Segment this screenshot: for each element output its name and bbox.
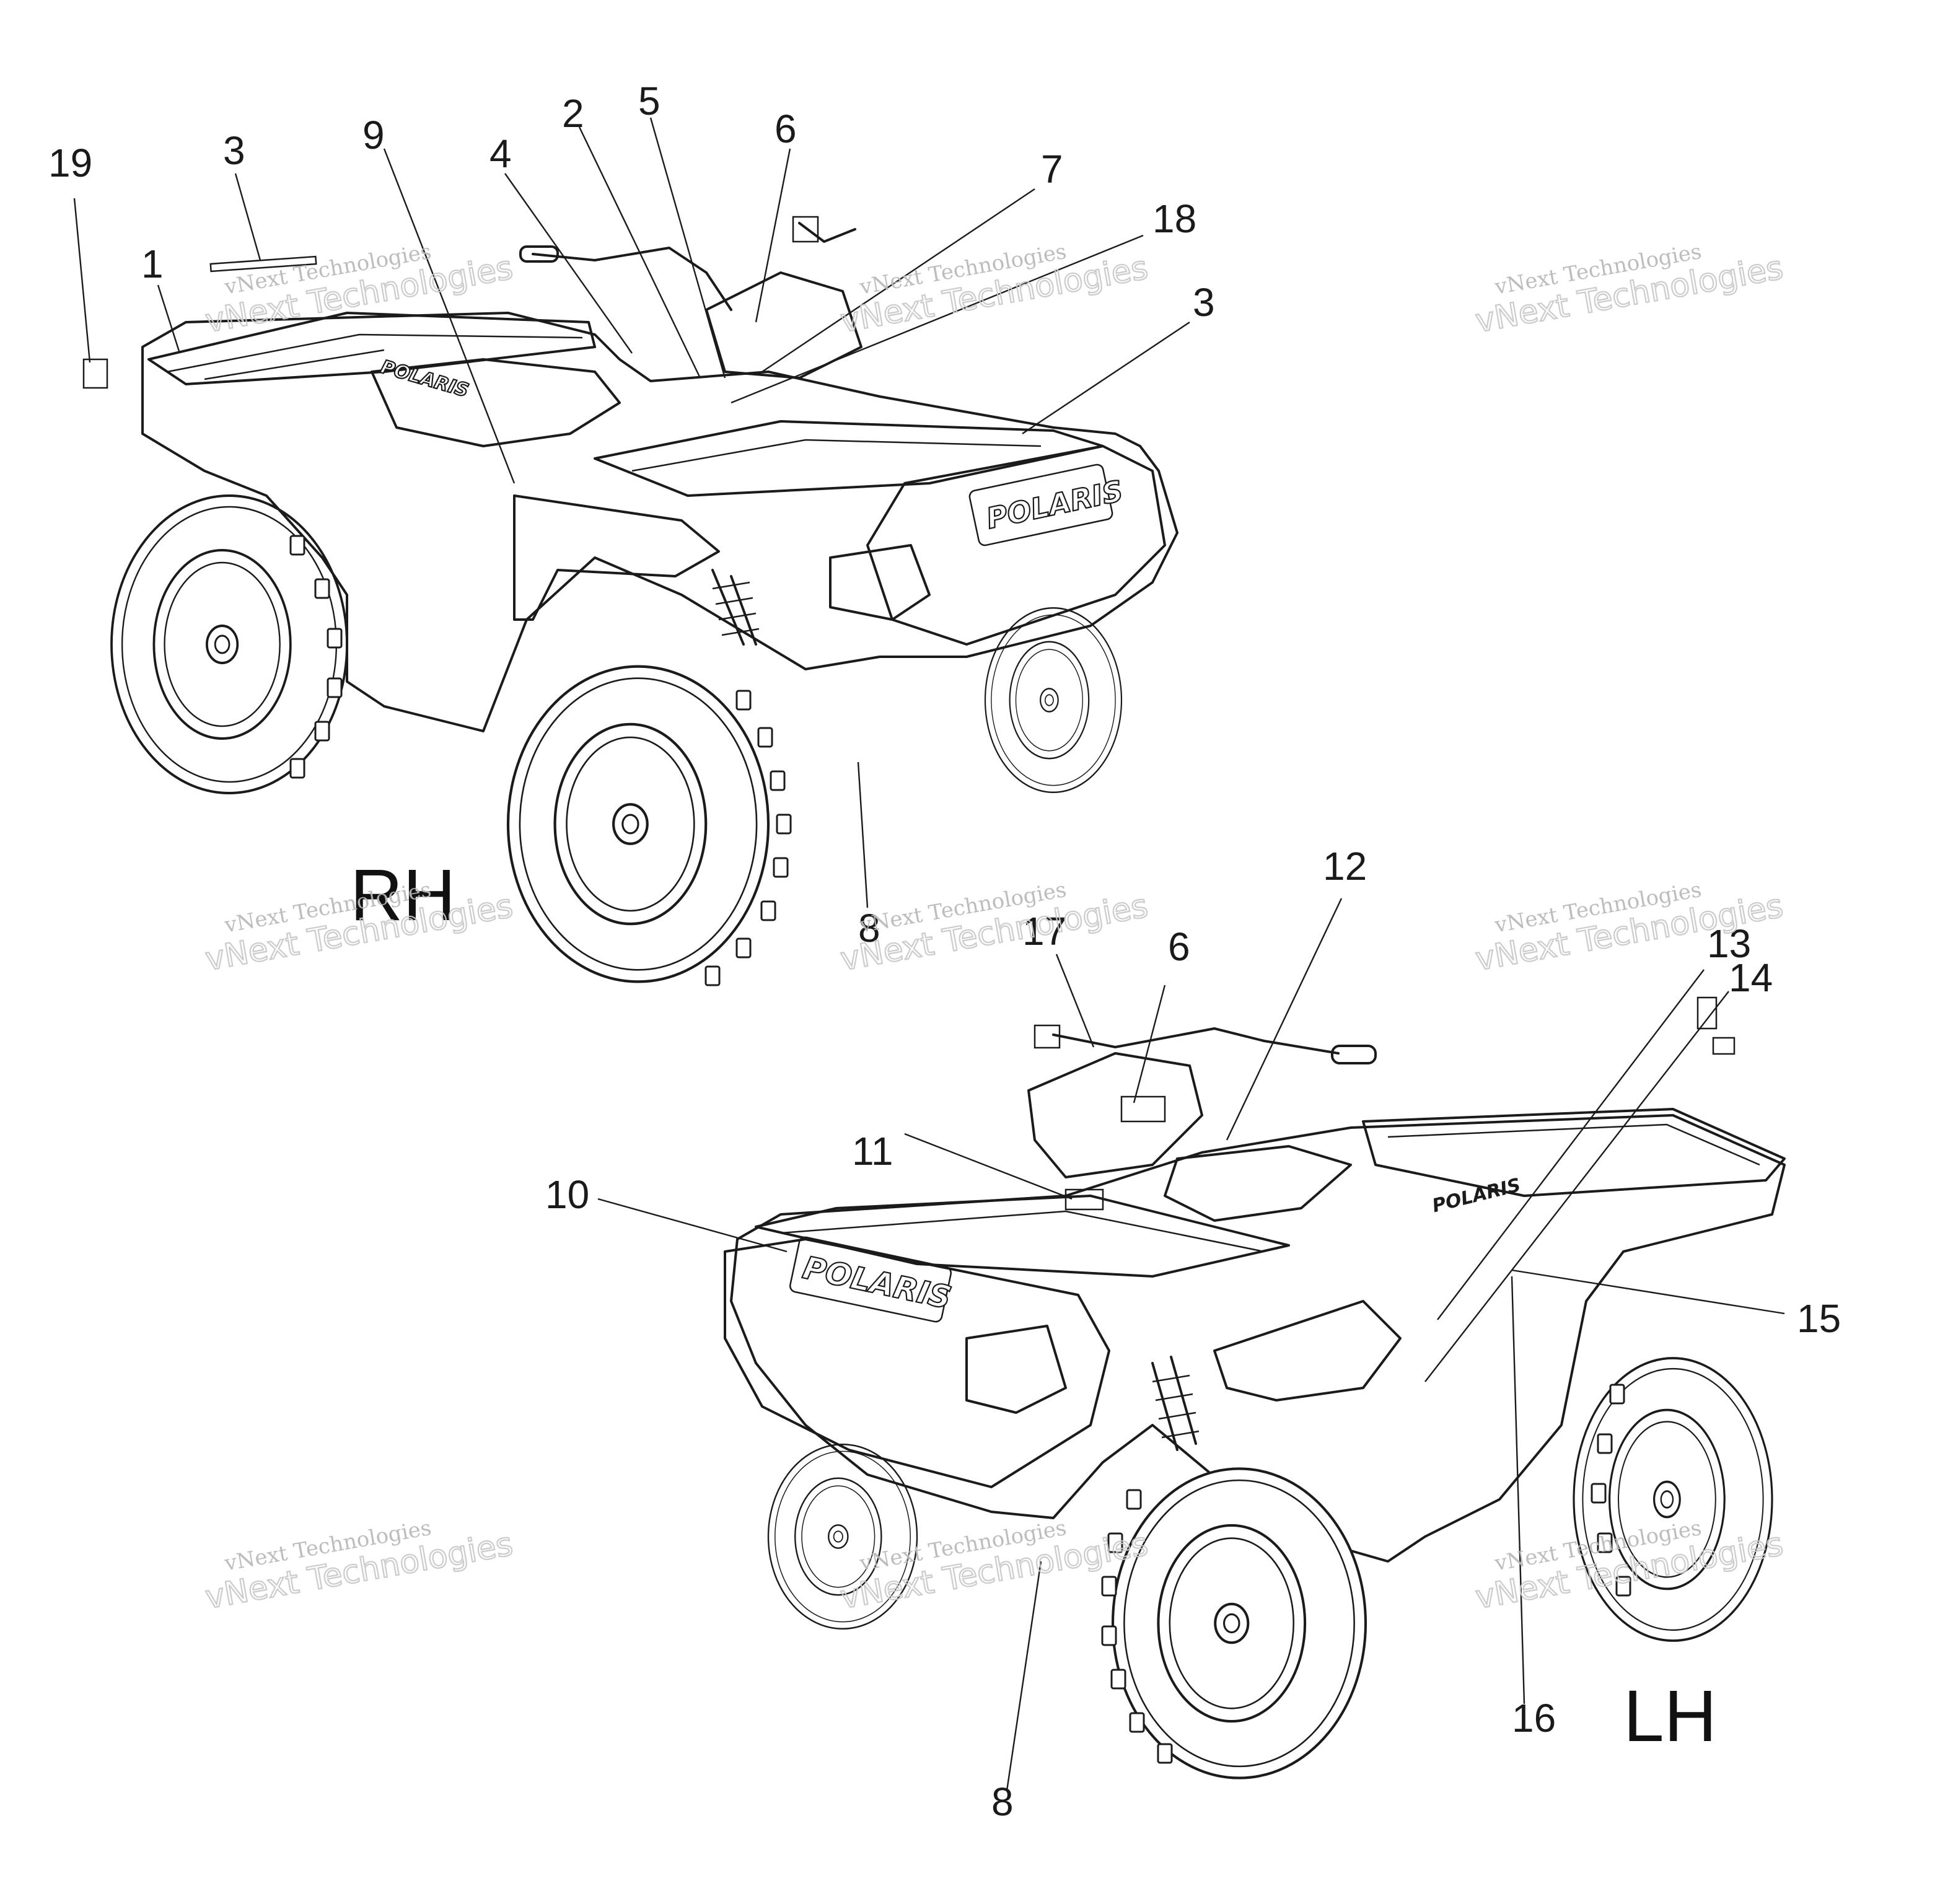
rh-callout-5: 5	[638, 79, 661, 123]
rh-callout-1: 1	[141, 242, 164, 286]
rh-leader-lines	[73, 117, 1190, 908]
lh-body-outline	[730, 1114, 1786, 1563]
watermark: vNext Technologies vNext Technologies	[202, 239, 516, 341]
lh-seat	[1164, 1145, 1352, 1222]
rh-grille-logo: POLARIS	[983, 474, 1126, 535]
rh-callout-7: 7	[1041, 147, 1063, 191]
rh-handlebar	[532, 247, 732, 311]
lh-decal-6	[1120, 1095, 1166, 1123]
lh-callout-17: 17	[1022, 909, 1066, 954]
rh-callout-3-right: 3	[1193, 280, 1215, 325]
lh-headlight-pod	[1027, 1052, 1203, 1178]
lh-grille-logo: POLARIS	[800, 1250, 955, 1316]
lh-callout-14: 14	[1729, 955, 1773, 1000]
rh-front-bumper	[866, 445, 1166, 646]
lh-callout-6: 6	[1168, 924, 1190, 969]
rh-rear-rack	[147, 312, 596, 385]
lh-front-fender	[1213, 1300, 1402, 1402]
rh-view-label: RH	[350, 854, 455, 936]
rh-seat	[371, 358, 621, 447]
lh-decal-11	[1064, 1188, 1104, 1211]
rh-rear-wheel	[110, 494, 348, 794]
rh-callout-3-left: 3	[223, 128, 245, 173]
lh-callout-11: 11	[852, 1129, 893, 1174]
lh-leader-lines	[597, 898, 1785, 1791]
rh-callout-8: 8	[858, 906, 880, 950]
rh-callout-19: 19	[48, 141, 92, 185]
lh-rear-rack	[1362, 1108, 1786, 1197]
rh-front-wheel	[508, 667, 768, 982]
rh-decal-3-top	[209, 255, 317, 273]
rh-callout-9: 9	[362, 113, 385, 157]
lh-callouts: 12 17 6 13 14 11 10 15 16 8	[545, 844, 1841, 1824]
watermark: vNext Technologies vNext Technologies	[837, 239, 1151, 341]
watermark: vNext Technologies vNext Technologies	[1472, 239, 1786, 341]
lh-decal-14	[1712, 1037, 1736, 1055]
rh-body-outline	[141, 312, 1178, 732]
rh-callout-2: 2	[562, 91, 584, 136]
lh-front-rack	[755, 1195, 1290, 1278]
lh-grille-logo-plate	[789, 1236, 952, 1323]
watermark: vNext Technologies vNext Technologies	[837, 877, 1151, 979]
lh-side-logo: POLARIS	[1430, 1174, 1523, 1217]
rh-callout-18: 18	[1152, 196, 1196, 241]
rh-callout-6: 6	[775, 107, 797, 151]
lh-callout-16: 16	[1512, 1696, 1556, 1740]
lh-callout-8: 8	[991, 1779, 1014, 1824]
rh-callout-4: 4	[489, 131, 512, 176]
rh-front-rack	[594, 420, 1104, 497]
rh-grille-logo-plate	[968, 463, 1113, 546]
lh-decal-13	[1696, 996, 1718, 1030]
lh-callout-10: 10	[545, 1172, 589, 1217]
rh-front-fender	[513, 494, 720, 621]
rh-decal-19	[82, 358, 108, 389]
lh-front-wheel	[1113, 1468, 1366, 1778]
lh-view-label: LH	[1623, 1675, 1717, 1757]
lh-callout-15: 15	[1797, 1296, 1841, 1341]
rh-headlight-pod	[705, 271, 862, 379]
rh-callouts: 19 3 1 9 4 2 5 6 7 18 3 8	[48, 79, 1215, 950]
lh-front-bumper	[724, 1238, 1110, 1488]
watermark: vNext Technologies vNext Technologies	[202, 1516, 516, 1617]
lh-vehicle-drawing: POLARIS POLARIS	[724, 996, 1786, 1778]
lh-handlebar	[1052, 1027, 1340, 1055]
lh-callout-12: 12	[1323, 844, 1367, 888]
lh-callout-13: 13	[1707, 921, 1751, 966]
